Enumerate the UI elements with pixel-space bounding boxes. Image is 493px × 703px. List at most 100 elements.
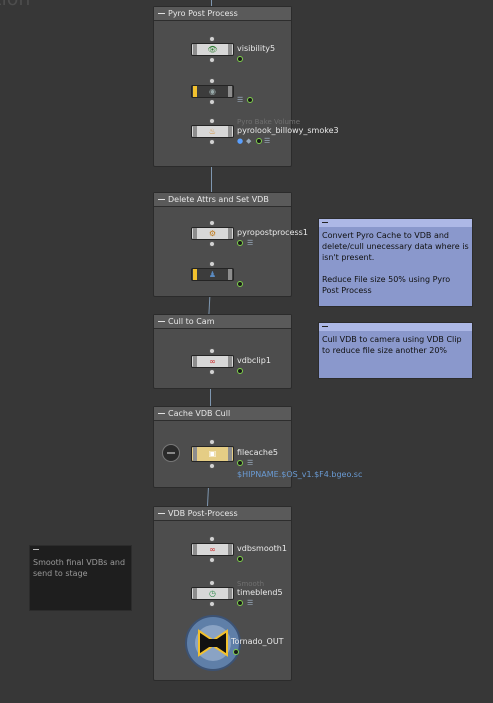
info-icon: ● bbox=[237, 137, 244, 145]
bypass-flag[interactable] bbox=[193, 588, 197, 599]
input-port[interactable] bbox=[209, 580, 215, 586]
node-name-vdbclip1: vdbclip1 bbox=[237, 356, 271, 365]
input-port[interactable] bbox=[209, 78, 215, 84]
network-box-header[interactable]: Delete Attrs and Set VDB bbox=[154, 193, 291, 207]
node-name-timeblend5: timeblend5 bbox=[237, 588, 283, 597]
output-port[interactable] bbox=[209, 601, 215, 607]
bypass-toggle-button[interactable] bbox=[162, 444, 180, 462]
output-port[interactable] bbox=[209, 99, 215, 105]
output-port[interactable] bbox=[209, 557, 215, 563]
network-box-title: VDB Post-Process bbox=[168, 509, 238, 518]
minus-icon bbox=[167, 452, 175, 454]
collapse-icon[interactable] bbox=[158, 513, 165, 514]
node-pyropostprocess1[interactable]: ⚙ bbox=[191, 227, 234, 240]
parameter-icon: ☰ bbox=[247, 459, 254, 467]
input-port[interactable] bbox=[209, 439, 215, 445]
output-port[interactable] bbox=[209, 241, 215, 247]
status-indicator bbox=[237, 600, 243, 606]
input-port[interactable] bbox=[209, 36, 215, 42]
network-box-header[interactable]: Pyro Post Process bbox=[154, 7, 291, 21]
node-name-pyrolook: pyrolook_billowy_smoke3 bbox=[237, 126, 339, 135]
input-port[interactable] bbox=[209, 118, 215, 124]
status-indicator bbox=[237, 368, 243, 374]
sticky-note[interactable]: Cull VDB to camera using VDB Clip to red… bbox=[318, 322, 473, 379]
status-indicator bbox=[233, 649, 239, 655]
output-port[interactable] bbox=[209, 57, 215, 63]
output-port[interactable] bbox=[209, 463, 215, 469]
sticky-note-header[interactable] bbox=[30, 546, 131, 554]
network-box-header[interactable]: Cull to Cam bbox=[154, 315, 291, 329]
status-indicator bbox=[237, 460, 243, 466]
bypass-flag[interactable] bbox=[193, 44, 197, 55]
node-timeblend5[interactable]: ◷ bbox=[191, 587, 234, 600]
wire bbox=[211, 0, 212, 6]
display-flag[interactable] bbox=[228, 44, 232, 55]
display-flag[interactable] bbox=[228, 86, 232, 97]
network-box-cull-to-cam[interactable]: Cull to Cam bbox=[153, 314, 292, 389]
bypass-flag[interactable] bbox=[193, 86, 197, 97]
node-disabled[interactable]: ◉ bbox=[191, 85, 234, 98]
bypass-flag[interactable] bbox=[193, 228, 197, 239]
collapse-icon[interactable] bbox=[322, 326, 328, 327]
output-glyph bbox=[198, 629, 228, 657]
bypass-flag[interactable] bbox=[193, 126, 197, 137]
sticky-note-header[interactable] bbox=[319, 219, 472, 227]
display-flag[interactable] bbox=[228, 126, 232, 137]
input-port[interactable] bbox=[209, 220, 215, 226]
background-text-fragment: tion bbox=[0, 0, 30, 10]
sticky-note[interactable]: Convert Pyro Cache to VDB and delete/cul… bbox=[318, 218, 473, 307]
status-indicator bbox=[237, 240, 243, 246]
node-vdbclip1[interactable]: ∞ bbox=[191, 355, 234, 368]
node-vdbsmooth1[interactable]: ∞ bbox=[191, 543, 234, 556]
display-flag[interactable] bbox=[228, 228, 232, 239]
display-flag[interactable] bbox=[228, 269, 232, 280]
display-flag[interactable] bbox=[228, 447, 232, 461]
node-name-filecache5: filecache5 bbox=[237, 448, 278, 457]
input-port[interactable] bbox=[209, 261, 215, 267]
node-tornado-out[interactable] bbox=[185, 615, 241, 671]
collapse-icon[interactable] bbox=[322, 222, 328, 223]
status-indicator bbox=[247, 97, 253, 103]
bypass-flag[interactable] bbox=[193, 447, 197, 461]
collapse-icon[interactable] bbox=[33, 549, 39, 550]
network-box-header[interactable]: Cache VDB Cull bbox=[154, 407, 291, 421]
node-name-tornado-out: Tornado_OUT bbox=[231, 637, 284, 646]
info-icon: ☰ bbox=[237, 96, 244, 104]
wire bbox=[211, 140, 212, 235]
sticky-note-text: Cull VDB to camera using VDB Clip to red… bbox=[322, 335, 462, 355]
network-box-title: Pyro Post Process bbox=[168, 9, 238, 18]
input-port[interactable] bbox=[209, 348, 215, 354]
output-icon bbox=[195, 625, 231, 661]
collapse-icon[interactable] bbox=[158, 413, 165, 414]
bypass-flag[interactable] bbox=[193, 356, 197, 367]
clock-icon: ◷ bbox=[209, 589, 216, 598]
collapse-icon[interactable] bbox=[158, 199, 165, 200]
display-flag[interactable] bbox=[228, 356, 232, 367]
node-hidden[interactable]: ♟ bbox=[191, 268, 234, 281]
collapse-icon[interactable] bbox=[158, 321, 165, 322]
bypass-flag[interactable] bbox=[193, 544, 197, 555]
node-comment: Pyro Bake Volume bbox=[237, 118, 301, 126]
status-indicator bbox=[256, 138, 262, 144]
node-visibility5[interactable]: 👁 bbox=[191, 43, 234, 56]
bypass-flag[interactable] bbox=[193, 269, 197, 280]
output-port[interactable] bbox=[209, 139, 215, 145]
output-port[interactable] bbox=[209, 369, 215, 375]
collapse-icon[interactable] bbox=[158, 13, 165, 14]
sticky-note-header[interactable] bbox=[319, 323, 472, 331]
parameter-icon: ☰ bbox=[247, 239, 254, 247]
node-filecache5[interactable]: ▣ bbox=[191, 446, 234, 462]
lock-icon: ◆ bbox=[246, 137, 252, 145]
network-box-header[interactable]: VDB Post-Process bbox=[154, 507, 291, 521]
flame-icon: ♨ bbox=[208, 127, 217, 136]
eye-icon: 👁 bbox=[207, 45, 218, 54]
node-comment: Smooth bbox=[237, 580, 265, 588]
flame-gear-icon: ⚙ bbox=[208, 229, 217, 238]
node-pyrolook-billowy-smoke3[interactable]: ♨ bbox=[191, 125, 234, 138]
display-flag[interactable] bbox=[228, 544, 232, 555]
display-flag[interactable] bbox=[228, 588, 232, 599]
sticky-note-text: Smooth final VDBs and send to stage bbox=[33, 558, 126, 578]
sticky-note[interactable]: Smooth final VDBs and send to stage bbox=[29, 545, 132, 611]
input-port[interactable] bbox=[209, 536, 215, 542]
network-box-delete-attrs[interactable]: Delete Attrs and Set VDB bbox=[153, 192, 292, 297]
